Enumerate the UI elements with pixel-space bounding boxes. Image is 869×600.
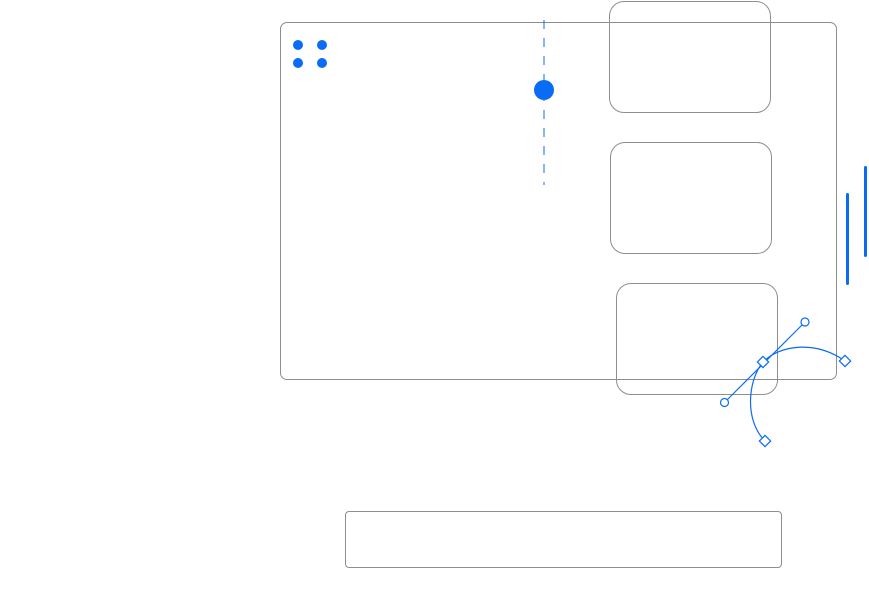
panel-card-1[interactable] (609, 1, 771, 113)
bezier-anchor-right[interactable] (838, 354, 852, 368)
bezier-curve-icon[interactable] (714, 313, 856, 453)
bezier-curve-upper (762, 346, 846, 363)
bezier-anchor-bottom[interactable] (758, 434, 772, 448)
vertical-guide-line (543, 20, 545, 185)
bezier-anchor-center[interactable] (756, 355, 770, 369)
canvas-frame (280, 22, 837, 380)
bezier-curve-lower (749, 361, 766, 442)
panel-card-3[interactable] (616, 283, 778, 395)
bezier-control-point-top[interactable] (800, 317, 810, 327)
resize-bar-left[interactable] (846, 193, 849, 285)
drag-handle-dot[interactable] (534, 80, 554, 100)
panel-card-2[interactable] (610, 142, 772, 254)
bottom-bar[interactable] (345, 511, 782, 568)
grip-icon[interactable] (293, 40, 327, 68)
bezier-control-point-bottom[interactable] (719, 397, 730, 408)
resize-bar-right[interactable] (864, 166, 867, 257)
